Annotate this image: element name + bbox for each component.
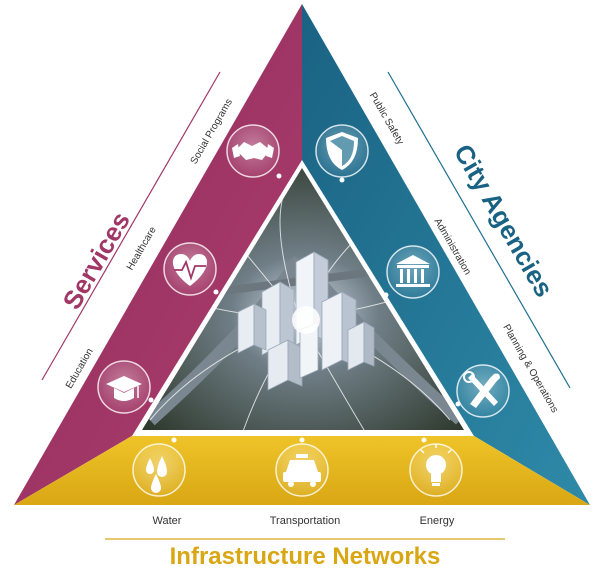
heart-pulse-icon bbox=[163, 242, 219, 296]
shield-icon bbox=[315, 124, 369, 183]
services-title: Services bbox=[56, 207, 135, 315]
water-label: Water bbox=[153, 515, 182, 527]
taxi-icon bbox=[275, 437, 329, 497]
city-agencies-title: City Agencies bbox=[448, 139, 559, 302]
infrastructure-labels: Water Transportation Energy Infrastructu… bbox=[105, 515, 505, 569]
infrastructure-title: Infrastructure Networks bbox=[170, 543, 441, 569]
handshake-icon bbox=[226, 124, 282, 179]
graduation-cap-icon bbox=[97, 360, 154, 414]
services-band bbox=[14, 4, 302, 505]
tools-icon bbox=[455, 364, 510, 418]
energy-label: Energy bbox=[420, 515, 455, 527]
water-drops-icon bbox=[132, 437, 186, 497]
light-bulb-icon bbox=[409, 437, 463, 497]
transportation-label: Transportation bbox=[270, 515, 341, 527]
city-agencies-band bbox=[302, 4, 590, 505]
government-building-icon bbox=[383, 245, 440, 299]
